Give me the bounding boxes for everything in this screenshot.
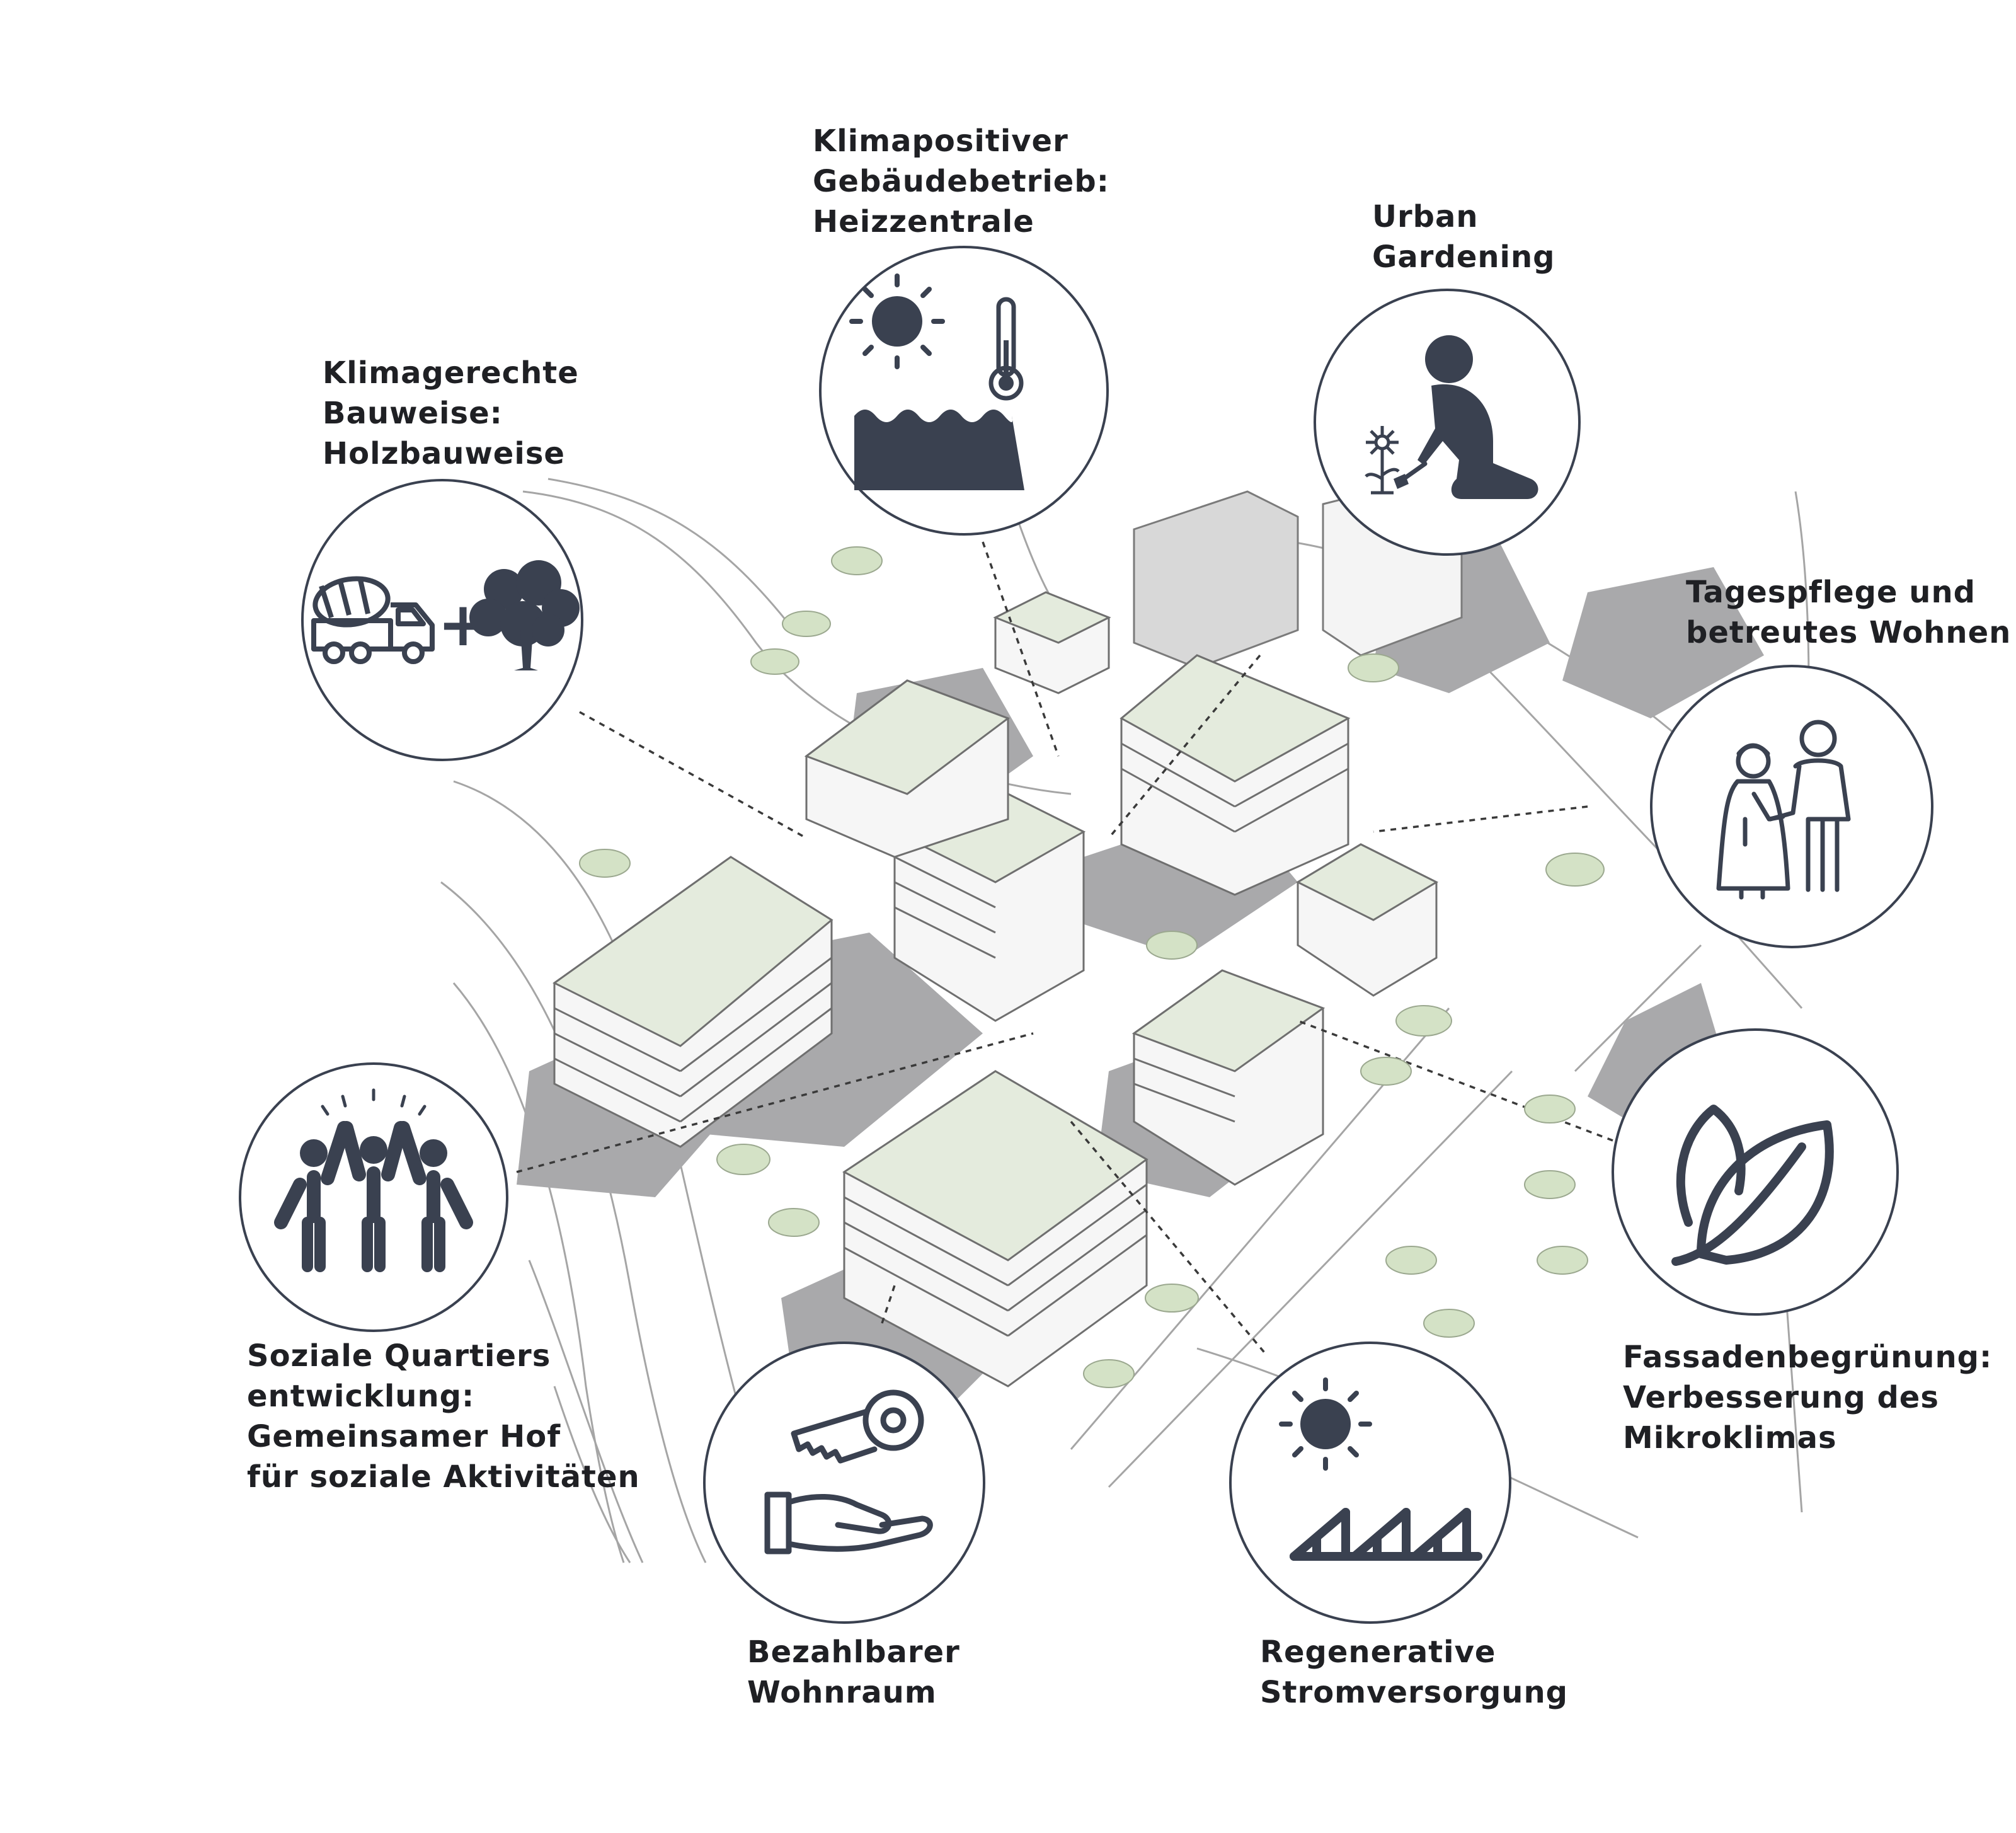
label-urban-gardening: Urban Gardening (1372, 197, 1555, 277)
label-line: Heizzentrale (813, 204, 1034, 239)
label-line: Urban (1372, 199, 1479, 234)
label-line: Klimagerechte (323, 355, 579, 391)
elderly-care-icon (1716, 720, 1851, 900)
label-line: Verbesserung des (1623, 1380, 1939, 1415)
label-holzbau: Klimagerechte Bauweise: Holzbauweise (323, 353, 579, 474)
label-line: Regenerative (1260, 1635, 1496, 1670)
label-line: Bezahlbarer (747, 1635, 960, 1670)
label-line: Stromversorgung (1260, 1675, 1568, 1710)
leaf-icon (1671, 1105, 1834, 1266)
sun-solar-panels-icon (1279, 1377, 1482, 1561)
truck-plus-tree-icon-parts: + (438, 560, 580, 670)
label-line: Gebäudebetrieb: (813, 164, 1109, 199)
label-line: betreutes Wohnen (1686, 615, 2012, 650)
truck-plus-tree-icon (311, 576, 435, 664)
feature-circle-regenerative-strom (1229, 1342, 1511, 1624)
label-line: Bauweise: (323, 396, 503, 431)
label-line: Gemeinsamer Hof (247, 1419, 561, 1454)
gardener-icon (1365, 335, 1538, 499)
label-line: für soziale Aktivitäten (247, 1459, 640, 1495)
feature-circle-holzbau (301, 479, 583, 761)
feature-circle-fassadenbegruenung (1612, 1028, 1899, 1316)
label-fassadenbegruenung: Fassadenbegrünung: Verbesserung des Mikr… (1623, 1337, 1992, 1458)
label-tagespflege: Tagespflege und betreutes Wohnen (1686, 572, 2011, 653)
label-klimapositiv: Klimapositiver Gebäudebetrieb: Heizzentr… (813, 121, 1109, 242)
label-line: entwicklung: (247, 1379, 475, 1414)
feature-circle-bezahlbarer-wohnraum (703, 1342, 985, 1624)
sun-thermometer-water-icon (849, 273, 1024, 490)
label-line: Fassadenbegrünung: (1623, 1340, 1993, 1375)
site-background (440, 478, 1810, 1563)
label-line: Soziale Quartiers (247, 1338, 551, 1374)
label-line: Gardening (1372, 239, 1555, 275)
label-bezahlbarer-wohnraum: Bezahlbarer Wohnraum (747, 1632, 960, 1713)
people-high-five-icon (274, 1088, 473, 1272)
label-line: Klimapositiver (813, 124, 1068, 159)
label-line: Mikroklimas (1623, 1420, 1837, 1456)
label-regenerative-strom: Regenerative Stromversorgung (1260, 1632, 1568, 1713)
label-line: Holzbauweise (323, 436, 565, 471)
key-in-hand-icon (764, 1389, 933, 1554)
label-line: Tagespflege und (1686, 575, 1976, 610)
label-soziale-quartiersentwicklung: Soziale Quartiers entwicklung: Gemeinsam… (247, 1336, 640, 1497)
label-line: Wohnraum (747, 1675, 937, 1710)
